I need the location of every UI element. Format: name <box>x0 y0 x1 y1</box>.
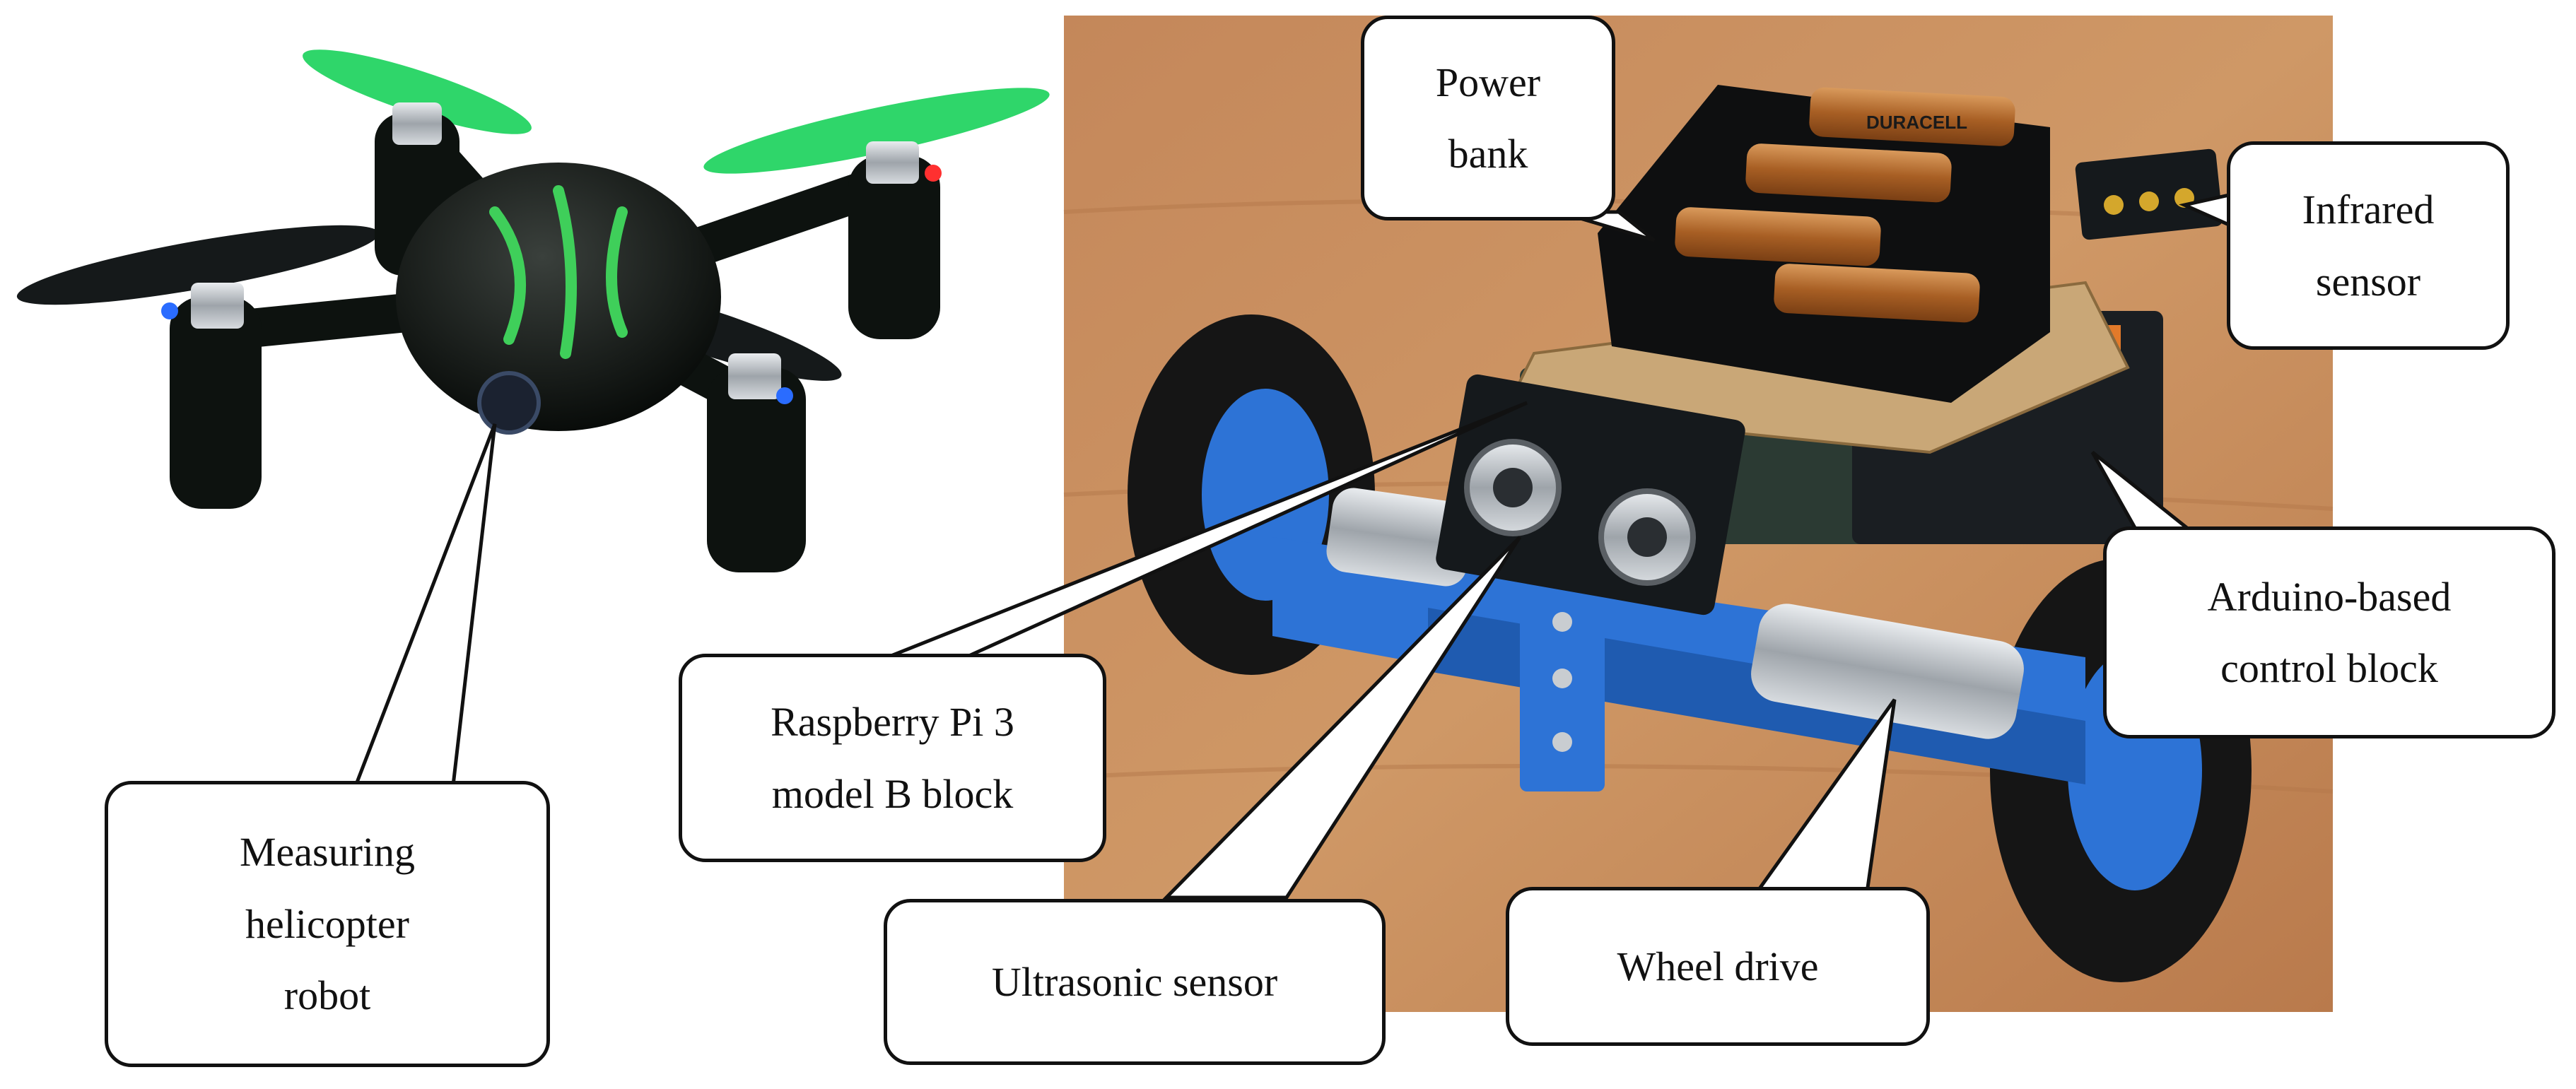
bracket-screw <box>1552 669 1572 688</box>
callout-power-bank: Power bank <box>1361 16 1615 220</box>
callout-arduino-control-block: Arduino-based control block <box>2103 526 2555 738</box>
leader-helicopter <box>351 423 497 794</box>
propeller-rear-left <box>303 49 532 134</box>
transducer-center <box>1493 468 1533 507</box>
transducer-center <box>1627 517 1667 557</box>
batteries: DURACELL <box>1675 87 2015 323</box>
ir-pad <box>2139 192 2159 211</box>
led-blue <box>161 302 178 319</box>
motor-left <box>1326 488 1473 587</box>
led-blue <box>776 387 793 404</box>
battery <box>1774 264 1980 323</box>
leader-ultrasonic <box>1162 536 1522 900</box>
callout-infrared-sensor: Infrared sensor <box>2227 141 2510 350</box>
camera-lens <box>477 371 541 435</box>
drone-body <box>396 163 721 431</box>
callout-wheel-drive: Wheel drive <box>1506 887 1930 1046</box>
propeller-rear-right <box>703 88 1050 174</box>
bracket-screw <box>1552 612 1572 632</box>
battery <box>1745 143 1952 203</box>
callout-raspberry-pi-block: Raspberry Pi 3 model B block <box>679 654 1106 862</box>
battery-brand: DURACELL <box>1866 112 1967 133</box>
battery <box>1809 87 2015 146</box>
ir-pad <box>2104 195 2124 215</box>
drone-accent <box>489 185 628 359</box>
battery <box>1675 207 1881 266</box>
callout-ultrasonic-sensor: Ultrasonic sensor <box>884 899 1386 1065</box>
led-red <box>925 165 942 182</box>
motor-cap <box>191 283 244 329</box>
motor-right <box>1751 604 2024 739</box>
propeller-front-left <box>16 225 380 305</box>
motor-cap <box>392 102 442 145</box>
callout-measuring-helicopter-robot: Measuring helicopter robot <box>105 781 550 1067</box>
quadcopter-drone <box>16 49 1050 572</box>
bracket-screw <box>1552 732 1572 752</box>
motor-pod <box>848 155 940 339</box>
motor-pod <box>170 297 262 509</box>
motor-pod <box>707 367 806 572</box>
callout-leaders <box>351 188 2250 900</box>
motor-cap <box>728 353 781 399</box>
motor-cap <box>866 141 919 184</box>
